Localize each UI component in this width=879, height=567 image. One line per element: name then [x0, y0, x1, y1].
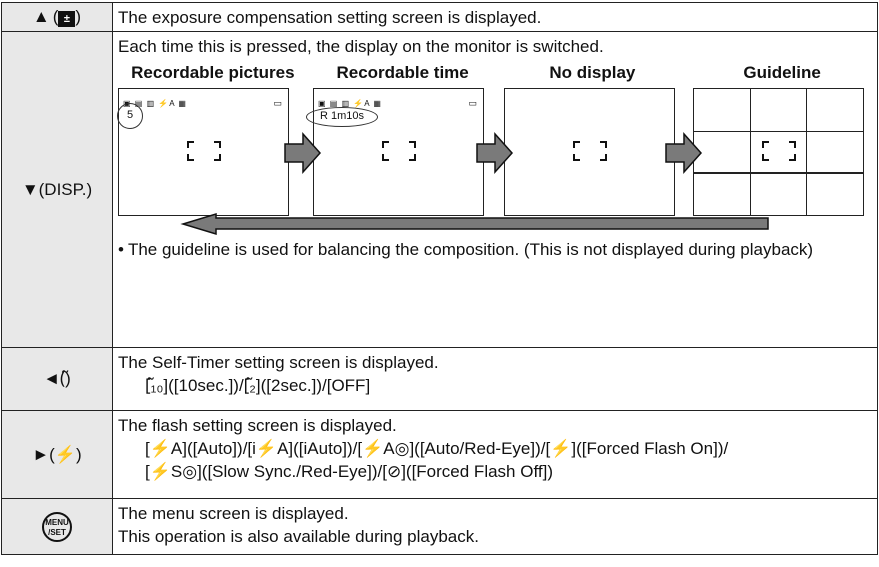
- row-up: ▲ (±) The exposure compensation setting …: [1, 2, 878, 32]
- mode-label-recordable-pictures: Recordable pictures: [131, 63, 295, 82]
- screen-guideline: [693, 88, 864, 216]
- recordable-pictures-count: 5: [117, 103, 143, 129]
- up-description: The exposure compensation setting screen…: [112, 2, 878, 32]
- flash-options-line1: [⚡A]([Auto])/[i⚡A]([iAuto])/[⚡A◎]([Auto/…: [145, 439, 729, 458]
- next-arrow-icon: [476, 132, 514, 174]
- flash-options-line2: [⚡S◎]([Slow Sync./Red-Eye])/[⊘]([Forced …: [145, 462, 553, 481]
- recordable-time-value: R 1m10s: [306, 107, 378, 127]
- next-arrow-icon: [665, 132, 703, 174]
- row-left: ◄(ᰲ) The Self-Timer setting screen is di…: [1, 347, 878, 411]
- guideline-horizontal: [694, 130, 863, 133]
- up-arrow-icon: ▲: [32, 7, 50, 26]
- note-bullet: •: [118, 240, 124, 259]
- disp-intro: Each time this is pressed, the display o…: [118, 37, 604, 56]
- button-function-table: ▲ (±) The exposure compensation setting …: [1, 2, 878, 555]
- next-arrow-icon: [284, 132, 322, 174]
- screen-no-display: [504, 88, 675, 216]
- return-arrow-icon: [180, 212, 769, 236]
- menu-text-line2: This operation is also available during …: [118, 527, 479, 546]
- right-description: The flash setting screen is displayed. […: [112, 410, 878, 499]
- menu-set-line2: /SET: [48, 527, 66, 537]
- menu-description: The menu screen is displayed. This opera…: [112, 498, 878, 555]
- battery-icon: ▭: [468, 98, 477, 108]
- key-left-self-timer: ◄(ᰲ): [1, 347, 113, 411]
- guideline-horizontal: [694, 172, 863, 174]
- mode-label-no-display: No display: [549, 63, 636, 82]
- row-down: ▼(DISP.) Each time this is pressed, the …: [1, 31, 878, 348]
- menu-set-button-icon: MENU /SET: [42, 511, 72, 542]
- note-text: The guideline is used for balancing the …: [127, 240, 814, 259]
- guideline-note: • The guideline is used for balancing th…: [118, 238, 877, 261]
- cycle-arrows: [180, 132, 769, 236]
- af-frame-icon: [573, 141, 607, 161]
- screen-status-icons: ▣ ▤ ▥ ⚡A ▦: [123, 99, 187, 108]
- key-menu-set: MENU /SET: [1, 498, 113, 555]
- menu-text-line1: The menu screen is displayed.: [118, 504, 349, 523]
- menu-set-line1: MENU: [45, 517, 69, 527]
- key-down-disp: ▼(DISP.): [1, 31, 113, 348]
- self-timer-options: [ᰲ₁₀]([10sec.])/[ᰲ₂]([2sec.])/[OFF]: [145, 376, 371, 395]
- af-frame-icon: [762, 141, 796, 161]
- display-mode-diagram: ▣ ▤ ▥ ⚡A ▦ ▭ 5 ▣ ▤ ▥ ⚡A ▦ ▭ R 1m10s: [117, 88, 878, 236]
- guideline-vertical: [749, 89, 752, 215]
- af-frame-icon: [382, 141, 416, 161]
- screen-status-icons: ▣ ▤ ▥ ⚡A ▦: [318, 99, 382, 108]
- flash-text: The flash setting screen is displayed.: [118, 416, 397, 435]
- row-right: ►(⚡) The flash setting screen is display…: [1, 410, 878, 499]
- guideline-vertical: [805, 89, 808, 215]
- screen-recordable-pictures: ▣ ▤ ▥ ⚡A ▦ ▭ 5: [117, 88, 289, 216]
- row-menu-set: MENU /SET The menu screen is displayed. …: [1, 498, 878, 555]
- mode-label-recordable-time: Recordable time: [336, 63, 469, 82]
- mode-label-guideline: Guideline: [743, 63, 821, 82]
- key-up: ▲ (±): [1, 2, 113, 32]
- key-right-flash: ►(⚡): [1, 410, 113, 499]
- down-description: Each time this is pressed, the display o…: [112, 31, 878, 348]
- display-mode-labels: Recordable pictures Recordable time No d…: [118, 62, 877, 84]
- af-frame-icon: [187, 141, 221, 161]
- battery-icon: ▭: [273, 98, 282, 108]
- self-timer-text: The Self-Timer setting screen is display…: [118, 353, 439, 372]
- exposure-compensation-icon: (±): [52, 7, 82, 27]
- left-description: The Self-Timer setting screen is display…: [112, 347, 878, 411]
